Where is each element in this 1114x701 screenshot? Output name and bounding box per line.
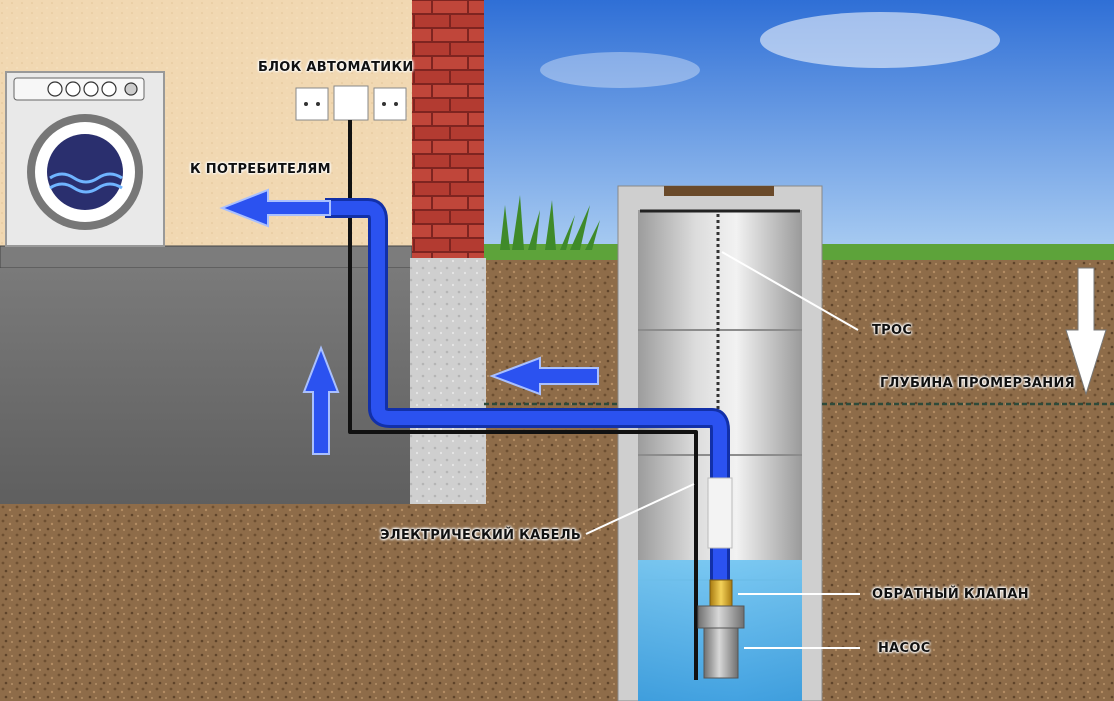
electric-cable-label: ЭЛЕКТРИЧЕСКИЙ КАБЕЛЬ (380, 528, 582, 543)
pipe-sleeve (707, 477, 733, 549)
arrow-icon (302, 345, 340, 455)
to-consumers-label: К ПОТРЕБИТЕЛЯМ (190, 162, 331, 177)
rope-label: ТРОС (872, 323, 913, 338)
freezing-depth-label: ГЛУБИНА ПРОМЕРЗАНИЯ (880, 376, 1075, 391)
check-valve-label: ОБРАТНЫЙ КЛАПАН (872, 587, 1029, 602)
arrow-icon (219, 188, 331, 228)
water-pipe (325, 201, 727, 580)
pump-label: НАСОС (878, 641, 931, 656)
washing-machine-icon (5, 71, 165, 247)
cloud (540, 52, 700, 88)
automation-block-label: БЛОК АВТОМАТИКИ (258, 60, 414, 75)
arrow-icon (1065, 267, 1107, 396)
cloud (760, 12, 1000, 68)
electric-cable (348, 120, 698, 680)
foundation (0, 268, 412, 504)
grass-tuft (500, 195, 600, 250)
plinth (410, 258, 486, 504)
leader-lines (585, 251, 860, 649)
check-valve (709, 579, 733, 609)
pump (697, 605, 745, 679)
brick-wall (412, 0, 484, 258)
arrow-icon (489, 356, 599, 396)
automation-block (295, 85, 407, 121)
